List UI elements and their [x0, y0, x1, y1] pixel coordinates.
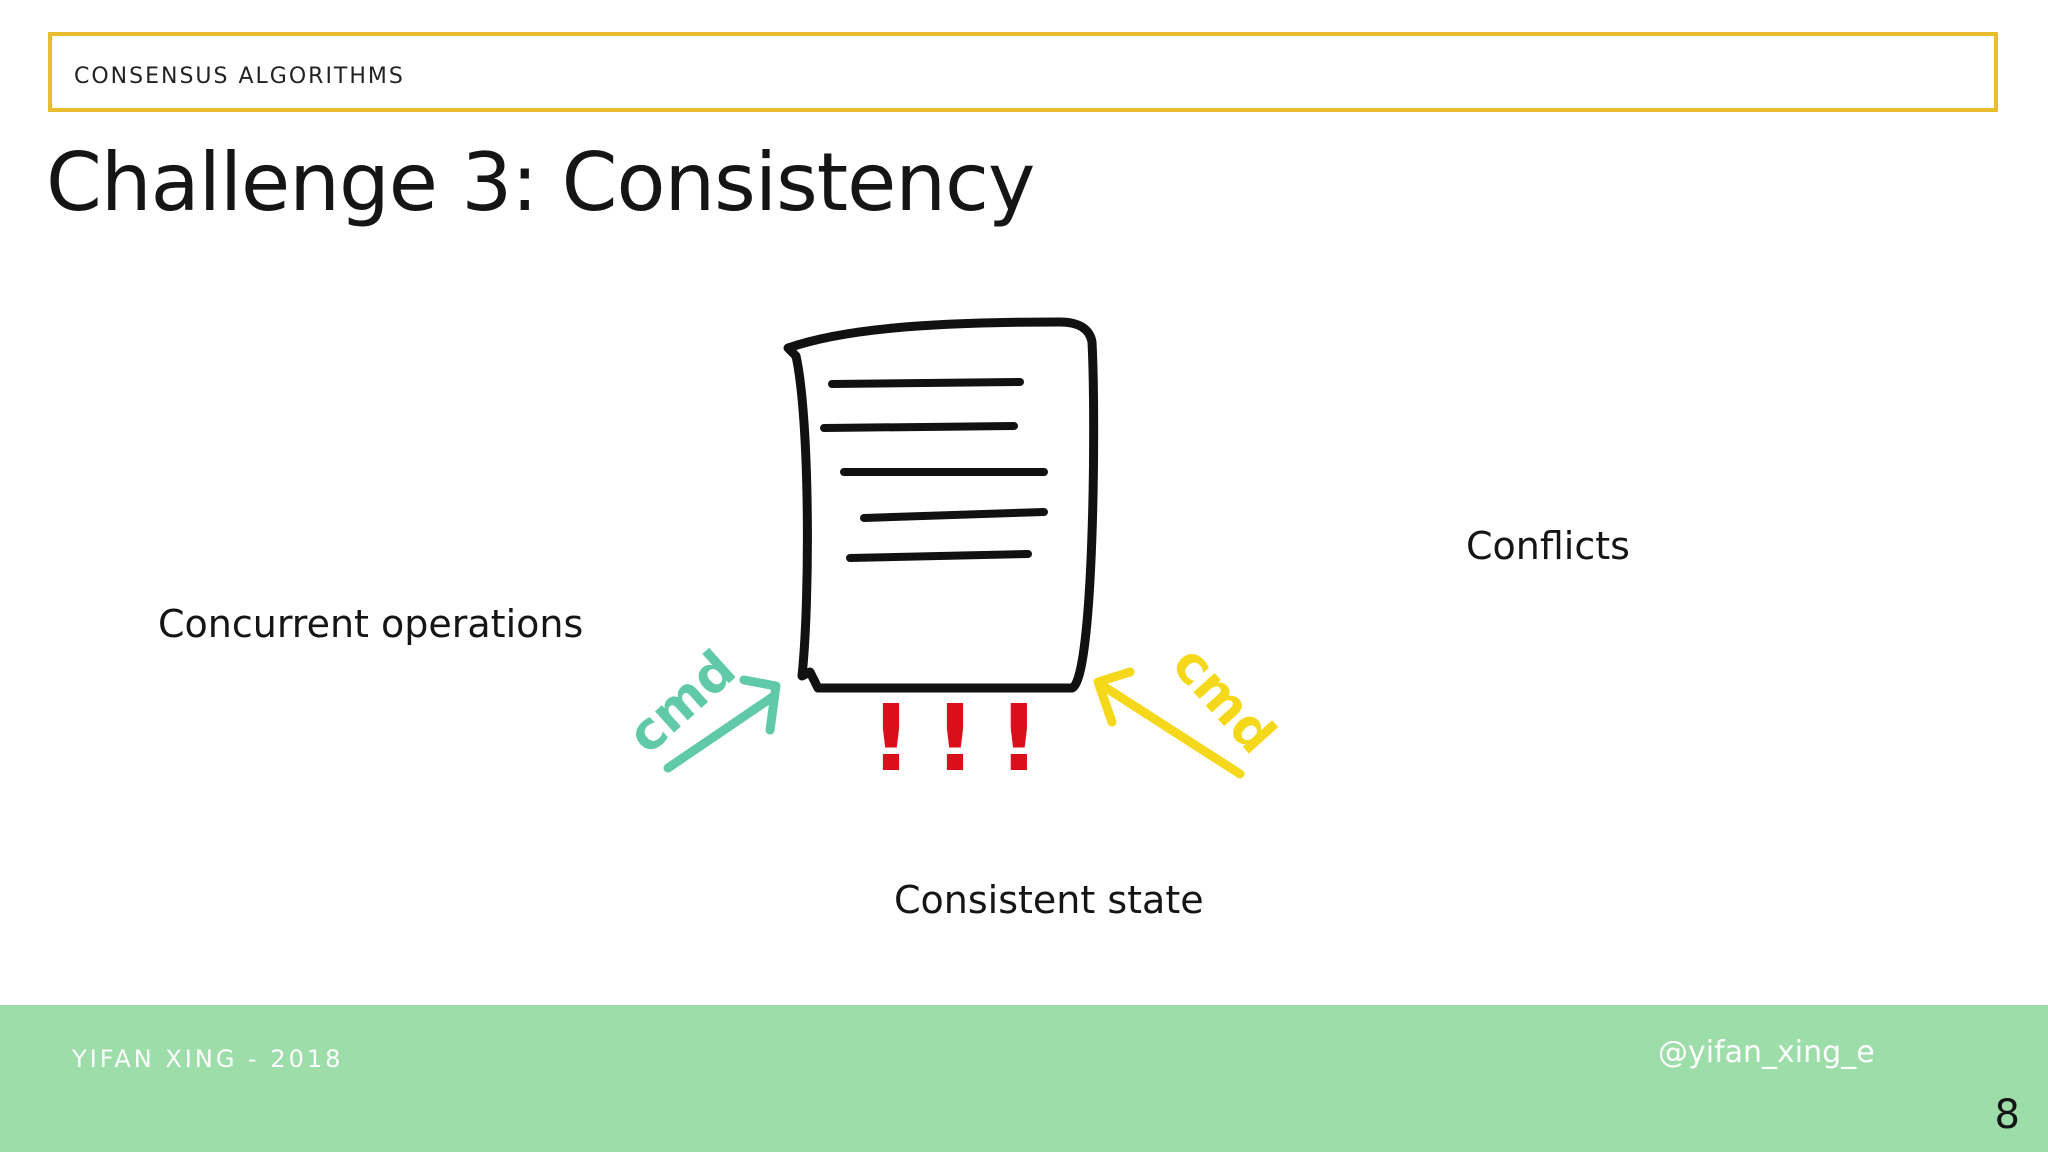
consistent-state-label: Consistent state: [894, 878, 1204, 922]
conflicts-label: Conflicts: [1466, 524, 1630, 568]
slide-title: Challenge 3: Consistency: [46, 136, 1035, 229]
footer-bar: YIFAN XING - 2018 @yifan_xing_e: [0, 1005, 2048, 1152]
page-number: 8: [1994, 1092, 2020, 1138]
footer-author: YIFAN XING - 2018: [72, 1045, 344, 1073]
section-label: CONSENSUS ALGORITHMS: [74, 64, 405, 89]
document-icon: [783, 317, 1099, 693]
exclamation-marks: !!!: [870, 685, 1062, 792]
footer-handle: @yifan_xing_e: [1658, 1035, 1875, 1070]
arrow-left-label: cmd: [617, 639, 748, 765]
section-banner: CONSENSUS ALGORITHMS: [48, 32, 1998, 112]
arrow-up-right-icon: cmd: [617, 639, 781, 773]
concurrent-operations-label: Concurrent operations: [158, 602, 584, 646]
arrow-right-label: cmd: [1160, 635, 1286, 766]
arrow-up-left-icon: cmd: [1093, 635, 1287, 779]
consistency-diagram: cmd cmd !!!: [617, 317, 1287, 792]
